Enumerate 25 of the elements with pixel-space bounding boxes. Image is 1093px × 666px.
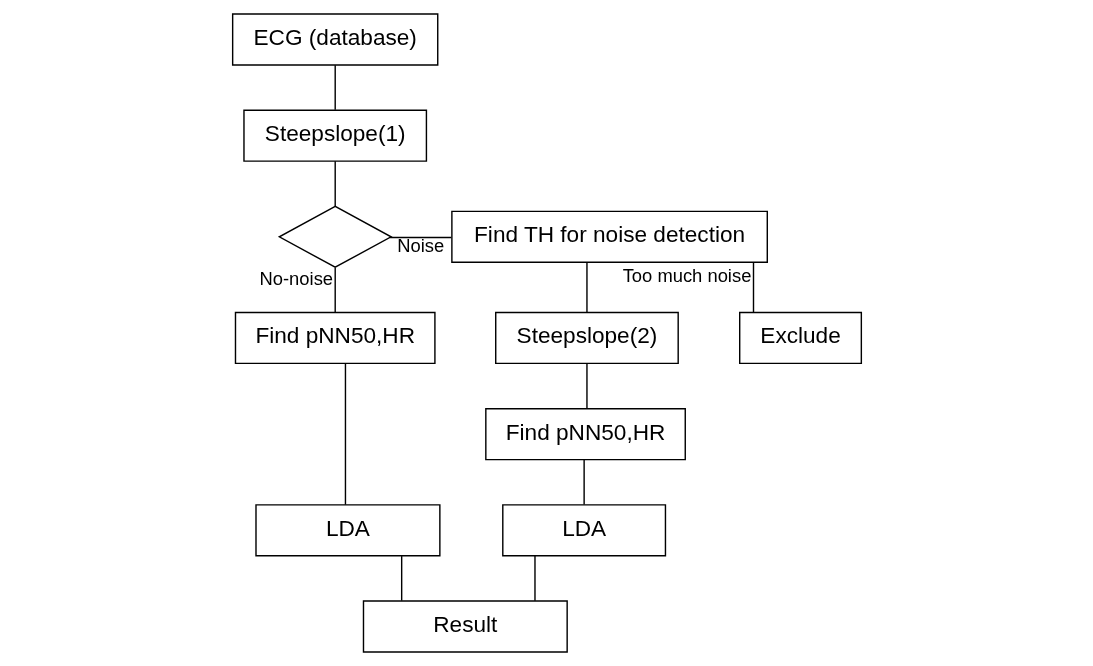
edge-label: No-noise [259, 267, 333, 289]
connector [585, 261, 588, 313]
connector [752, 261, 754, 313]
connector [585, 363, 588, 409]
node-box: Result [362, 600, 568, 653]
node-box: Exclude [738, 311, 862, 365]
node-box: Find TH for noise detection [450, 210, 768, 263]
node-box: Find pNN50,HR [234, 311, 436, 365]
edge-label: Too much noise [622, 265, 751, 287]
node-box: Steepslope(1) [242, 109, 427, 162]
connector [400, 555, 402, 602]
connector [533, 555, 536, 602]
node-box: Find pNN50,HR [484, 407, 686, 461]
connector [344, 362, 346, 506]
connector [334, 267, 336, 313]
node-box: LDA [254, 504, 441, 557]
connector [582, 459, 585, 506]
node-box: ECG (database) [231, 13, 438, 66]
node-box: LDA [501, 504, 666, 557]
node-box: Steepslope(2) [494, 311, 679, 365]
connector [334, 64, 336, 111]
connector [334, 160, 336, 207]
connector [388, 236, 452, 239]
edge-label: Noise [396, 235, 444, 257]
node-diamond [277, 205, 393, 269]
